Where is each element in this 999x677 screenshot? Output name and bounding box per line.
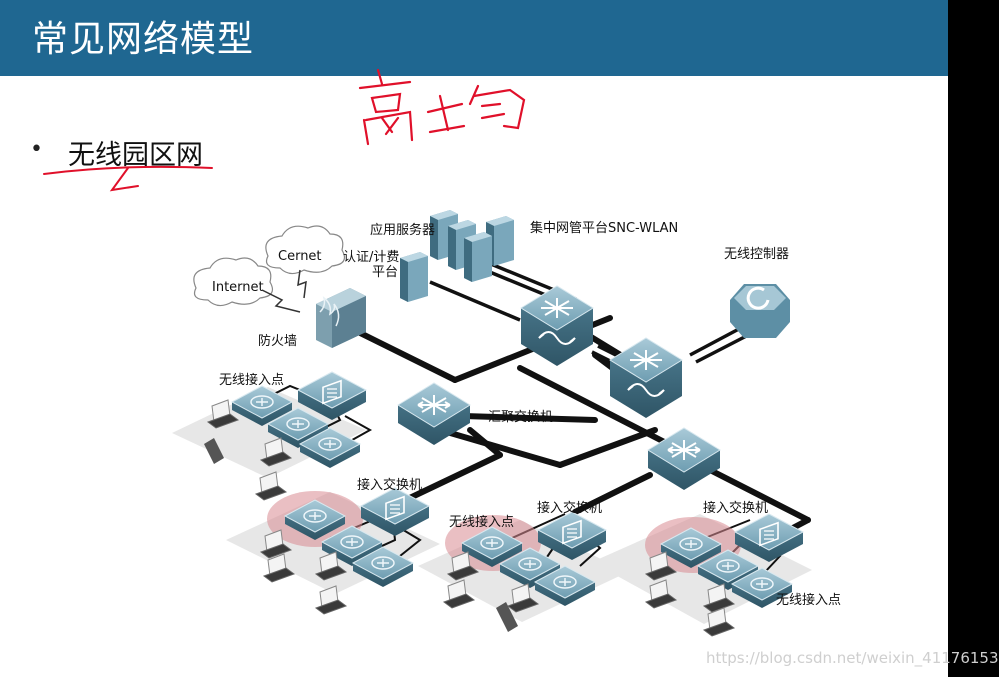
auth-label-line1: 认证/计费 bbox=[343, 250, 399, 265]
core-switch-icon bbox=[520, 285, 594, 367]
wireless-controller-icon bbox=[730, 284, 790, 338]
access-switch-3-label: 接入交换机 bbox=[703, 500, 768, 516]
slide: 常见网络模型 • 无线园区网 bbox=[0, 0, 948, 677]
watermark: https://blog.csdn.net/weixin_41176153 bbox=[706, 649, 999, 667]
core-switch-icon-2 bbox=[609, 337, 683, 419]
cernet-cloud: Cernet bbox=[265, 225, 345, 275]
lightning-link-icon-2 bbox=[297, 269, 307, 299]
network-diagram: Cernet Internet bbox=[43, 68, 841, 637]
internet-label: Internet bbox=[212, 280, 264, 295]
title-bar: 常见网络模型 bbox=[0, 0, 948, 76]
cernet-label: Cernet bbox=[278, 249, 322, 264]
aggregation-switch-label: 汇聚交换机 bbox=[488, 409, 553, 425]
ap-right-label: 无线接入点 bbox=[776, 592, 841, 608]
bullet-marker: • bbox=[30, 137, 43, 162]
firewall-label: 防火墙 bbox=[258, 333, 297, 349]
wireless-controller-label: 无线控制器 bbox=[724, 247, 789, 262]
access-switch-2-label: 接入交换机 bbox=[537, 500, 602, 516]
slide-title: 常见网络模型 bbox=[32, 19, 255, 60]
app-server-label: 应用服务器 bbox=[370, 222, 435, 238]
ap-top-label: 无线接入点 bbox=[219, 372, 284, 388]
ap-mid-label: 无线接入点 bbox=[449, 514, 514, 530]
handwriting-annotation bbox=[43, 68, 526, 192]
firewall-icon bbox=[316, 288, 366, 348]
nms-label: 集中网管平台SNC-WLAN bbox=[530, 220, 678, 236]
auth-label-line2: 平台 bbox=[372, 265, 398, 280]
client-devices bbox=[204, 399, 735, 637]
lightning-link-icon bbox=[261, 289, 301, 313]
internet-cloud: Internet bbox=[193, 257, 273, 307]
bullet-text: 无线园区网 bbox=[68, 140, 203, 171]
access-switch-1-label: 接入交换机 bbox=[357, 477, 422, 493]
